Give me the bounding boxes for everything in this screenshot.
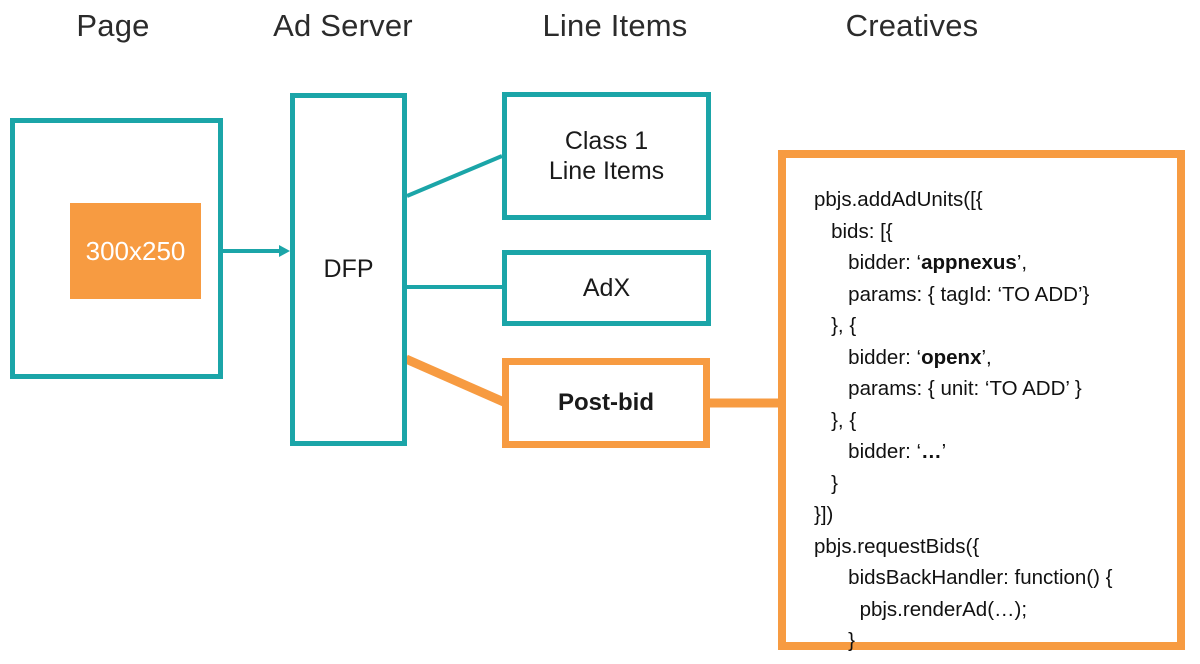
code-line: } [814, 468, 1165, 500]
dfp-label: DFP [323, 255, 374, 284]
code-token: bidder: ‘ [814, 440, 922, 463]
code-line: pbjs.requestBids({ [814, 531, 1165, 563]
code-token: bids: [{ [814, 219, 893, 243]
code-token: ’ [941, 440, 947, 463]
code-token-emphasis: openx [921, 345, 982, 369]
code-line: }, { [814, 310, 1165, 342]
ad-slot-label: 300x250 [85, 236, 186, 266]
code-line: bids: [{ [814, 216, 1165, 248]
code-token: pbjs.addAdUnits([{ [814, 188, 983, 211]
code-line: pbjs.renderAd(…); [814, 594, 1165, 626]
code-token: params: { unit: ‘TO ADD’ } [814, 377, 1082, 400]
code-line: }); [814, 657, 1165, 664]
column-header-ad-server: Ad Server [273, 8, 413, 43]
code-token: } [814, 471, 838, 495]
column-header-page: Page [76, 8, 150, 43]
class1-line-items-box[interactable]: Class 1 Line Items [502, 92, 711, 220]
code-token: ’, [1016, 251, 1028, 274]
code-token-emphasis: appnexus [921, 251, 1017, 274]
code-token: }]) [814, 503, 834, 526]
post-bid-box[interactable]: Post-bid [502, 358, 710, 448]
code-line: bidder: ‘openx’, [814, 342, 1165, 374]
code-token: bidder: ‘ [814, 251, 922, 274]
code-token: }, { [814, 314, 857, 337]
adx-label: AdX [582, 273, 631, 302]
post-bid-label: Post-bid [558, 389, 654, 417]
connector-dfp-to-class1 [406, 154, 503, 198]
code-token-emphasis: … [921, 440, 942, 463]
code-line: bidder: ‘…’ [814, 436, 1165, 468]
code-token: ’, [981, 345, 992, 369]
ad-slot-300x250[interactable]: 300x250 [70, 203, 201, 299]
code-line: bidsBackHandler: function() { [814, 562, 1165, 594]
code-token: bidsBackHandler: function() { [814, 566, 1113, 589]
code-line: } [814, 625, 1165, 657]
code-line: }]) [814, 499, 1165, 531]
prebid-code-snippet: pbjs.addAdUnits([{ bids: [{ bidder: ‘app… [814, 184, 1165, 664]
class1-line-items-label: Class 1 Line Items [548, 126, 665, 186]
creatives-code-box: pbjs.addAdUnits([{ bids: [{ bidder: ‘app… [778, 150, 1185, 664]
code-token: }, { [814, 408, 857, 432]
code-line: params: { tagId: ‘TO ADD’} [814, 279, 1165, 311]
code-token: pbjs.requestBids({ [814, 534, 980, 558]
code-line: params: { unit: ‘TO ADD’ } [814, 373, 1165, 405]
code-token: } [814, 629, 856, 652]
code-token: }); [814, 661, 833, 664]
code-line: bidder: ‘appnexus’, [814, 247, 1165, 279]
code-token: bidder: ‘ [814, 345, 922, 369]
code-token: params: { tagId: ‘TO ADD’} [814, 282, 1090, 306]
code-line: }, { [814, 405, 1165, 437]
connector-dfp-to-postbid [404, 354, 508, 408]
column-header-creatives: Creatives [845, 8, 979, 43]
column-header-line-items: Line Items [542, 8, 688, 43]
code-line: pbjs.addAdUnits([{ [814, 184, 1165, 216]
adx-box[interactable]: AdX [502, 250, 711, 326]
dfp-box[interactable]: DFP [290, 93, 407, 446]
code-token: pbjs.renderAd(…); [814, 597, 1028, 621]
arrowhead-icon [279, 245, 290, 257]
